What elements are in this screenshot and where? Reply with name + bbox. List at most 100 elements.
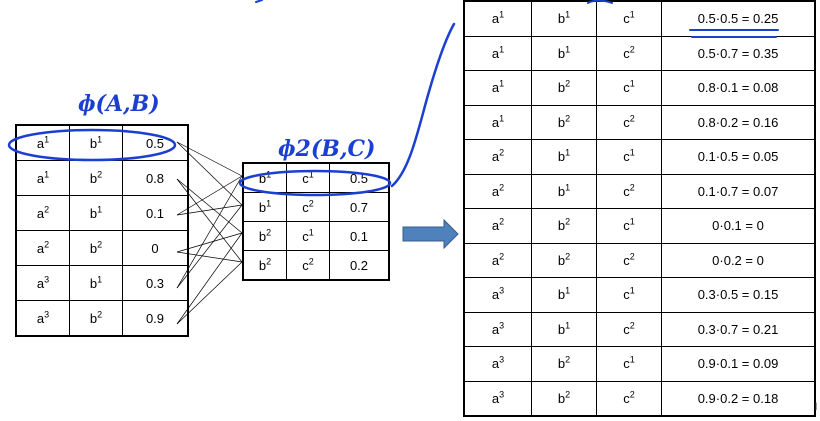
cell-a: a1 — [15, 124, 70, 161]
cell-product: 0.1·0.5 = 0.05 — [661, 139, 816, 175]
cell-a: a2 — [463, 242, 532, 278]
cell-value: 0.7 — [329, 192, 390, 222]
cell-b: b1 — [531, 173, 597, 209]
cell-b: b2 — [531, 242, 597, 278]
cell-value: 0.5 — [122, 124, 189, 161]
cell-a: a2 — [463, 139, 532, 175]
cell-b: b1 — [69, 124, 123, 161]
cell-c: c2 — [596, 242, 662, 278]
cell-c: c2 — [596, 380, 662, 417]
cell-b: b1 — [531, 35, 597, 71]
cell-b: b2 — [69, 300, 123, 337]
scribble-mark — [255, 0, 263, 3]
cell-b: b1 — [242, 192, 287, 222]
cell-c: c2 — [596, 173, 662, 209]
cell-b: b2 — [242, 250, 287, 281]
cell-a: a1 — [15, 160, 70, 196]
cell-value: 0 — [122, 230, 189, 266]
cell-c: c1 — [286, 162, 330, 193]
cell-a: a2 — [15, 230, 70, 266]
cell-a: a2 — [463, 208, 532, 244]
cell-a: a3 — [463, 346, 532, 382]
cell-product: 0·0.1 = 0 — [661, 208, 816, 244]
cell-value: 0.9 — [122, 300, 189, 337]
cell-c: c1 — [596, 70, 662, 106]
cell-c: c2 — [286, 250, 330, 281]
phi2-label: ɸ2(B,C) — [278, 136, 375, 162]
phi1-label: ɸ(A,B) — [78, 91, 160, 117]
cell-b: b1 — [69, 265, 123, 301]
link-stroke — [390, 22, 456, 188]
cell-value: 0.3 — [122, 265, 189, 301]
cell-b: b2 — [531, 104, 597, 140]
cell-value: 0.8 — [122, 160, 189, 196]
cell-c: c1 — [596, 346, 662, 382]
cell-value: 0.1 — [329, 221, 390, 251]
cell-a: a1 — [463, 35, 532, 71]
edge-mark: l — [815, 402, 818, 413]
cell-b: b2 — [531, 208, 597, 244]
cell-value: 0.1 — [122, 195, 189, 231]
cell-a: a3 — [463, 380, 532, 417]
cell-product: 0·0.2 = 0 — [661, 242, 816, 278]
cell-b: b1 — [242, 162, 287, 193]
cell-b: b2 — [531, 70, 597, 106]
cell-b: b1 — [531, 0, 597, 37]
right-arrow-icon — [402, 218, 459, 250]
cell-b: b2 — [531, 380, 597, 417]
cell-product: 0.5·0.5 = 0.25 — [661, 0, 816, 37]
cell-product: 0.1·0.7 = 0.07 — [661, 173, 816, 209]
cell-b: b1 — [531, 311, 597, 347]
cell-a: a2 — [463, 173, 532, 209]
cell-c: c1 — [596, 277, 662, 313]
cell-c: c2 — [596, 104, 662, 140]
cell-a: a3 — [15, 265, 70, 301]
cell-product: 0.9·0.1 = 0.09 — [661, 346, 816, 382]
cell-c: c1 — [596, 0, 662, 37]
cell-c: c2 — [596, 311, 662, 347]
cell-b: b1 — [531, 139, 597, 175]
cell-b: b2 — [69, 230, 123, 266]
cell-a: a3 — [463, 277, 532, 313]
cell-product: 0.3·0.7 = 0.21 — [661, 311, 816, 347]
cell-c: c1 — [596, 208, 662, 244]
cell-product: 0.9·0.2 = 0.18 — [661, 380, 816, 417]
cell-b: b2 — [531, 346, 597, 382]
cell-b: b2 — [242, 221, 287, 251]
cell-a: a1 — [463, 0, 532, 37]
cell-a: a1 — [463, 70, 532, 106]
cell-c: c1 — [286, 221, 330, 251]
cell-value: 0.5 — [329, 162, 390, 193]
cell-b: b1 — [531, 277, 597, 313]
cell-product: 0.5·0.7 = 0.35 — [661, 35, 816, 71]
cell-a: a3 — [15, 300, 70, 337]
cell-value: 0.2 — [329, 250, 390, 281]
cell-product: 0.8·0.1 = 0.08 — [661, 70, 816, 106]
cell-c: c2 — [286, 192, 330, 222]
cell-a: a3 — [463, 311, 532, 347]
